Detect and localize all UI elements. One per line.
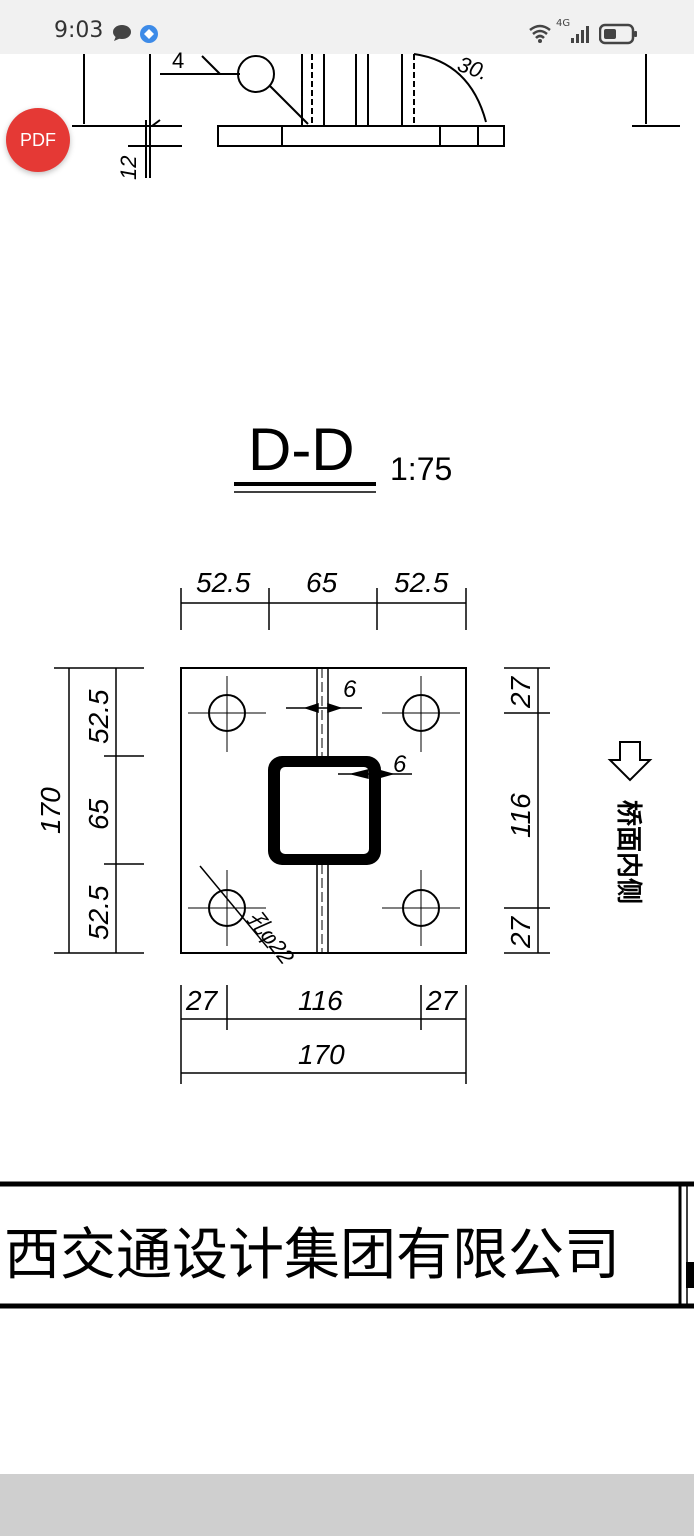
left-dim-top: 52.5 — [83, 689, 114, 744]
bridge-inside-note: 桥面内侧 — [613, 800, 643, 904]
status-bar: 9:03 4G — [0, 0, 694, 54]
bottom-dim-total: 170 — [298, 1039, 345, 1070]
hole-leader — [199, 865, 269, 949]
bottom-dim-right: 27 — [425, 985, 459, 1016]
right-dimension-lines — [504, 667, 550, 954]
bottom-dimension-lines — [180, 985, 467, 1084]
title-block — [0, 1181, 694, 1309]
stiffener-weld-label: 6 — [343, 676, 357, 703]
battery-icon — [598, 23, 639, 49]
section-title: D-D — [248, 416, 355, 483]
bolt-hole — [188, 676, 266, 752]
top-dim-left: 52.5 — [196, 567, 251, 598]
bolt-hole — [382, 676, 460, 752]
angle-label: 30. — [454, 51, 491, 85]
top-dim-right: 52.5 — [394, 567, 449, 598]
top-dim-middle: 65 — [306, 567, 338, 598]
down-arrow-icon — [607, 741, 653, 782]
right-dim-bottom: 27 — [505, 915, 536, 949]
bottom-dim-middle: 116 — [298, 985, 343, 1016]
top-dimension-lines — [180, 588, 467, 630]
square-tube — [268, 756, 381, 865]
dim-12-label: 12 — [116, 156, 141, 180]
wifi-icon — [528, 22, 552, 48]
bolt-hole — [188, 870, 266, 946]
right-dim-top: 27 — [505, 675, 536, 709]
bolt-holes — [188, 676, 460, 946]
left-dim-middle: 65 — [83, 798, 114, 830]
section-scale: 1:75 — [390, 451, 452, 487]
right-dim-middle: 116 — [505, 793, 536, 838]
app-badge-icon — [139, 24, 159, 48]
bottom-bar — [0, 1474, 694, 1536]
top-fragment — [72, 53, 680, 178]
network-label: 4G — [556, 18, 571, 29]
chat-bubble-icon — [112, 24, 132, 46]
left-dimension-lines — [54, 667, 144, 954]
bolt-hole — [382, 870, 460, 946]
status-time: 9:03 — [54, 18, 104, 43]
signal-icon — [570, 24, 592, 48]
left-dim-bottom: 52.5 — [83, 885, 114, 940]
pdf-button[interactable]: PDF — [6, 108, 70, 172]
weld-callouts — [286, 702, 412, 779]
left-dim-total: 170 — [35, 787, 66, 834]
tube-weld-label: 6 — [393, 751, 407, 778]
bottom-dim-left: 27 — [185, 985, 219, 1016]
company-name: 西交通设计集团有限公司 — [4, 1223, 620, 1288]
weld-size-label: 4 — [172, 48, 184, 73]
hole-label: 孔φ22 — [242, 906, 299, 969]
